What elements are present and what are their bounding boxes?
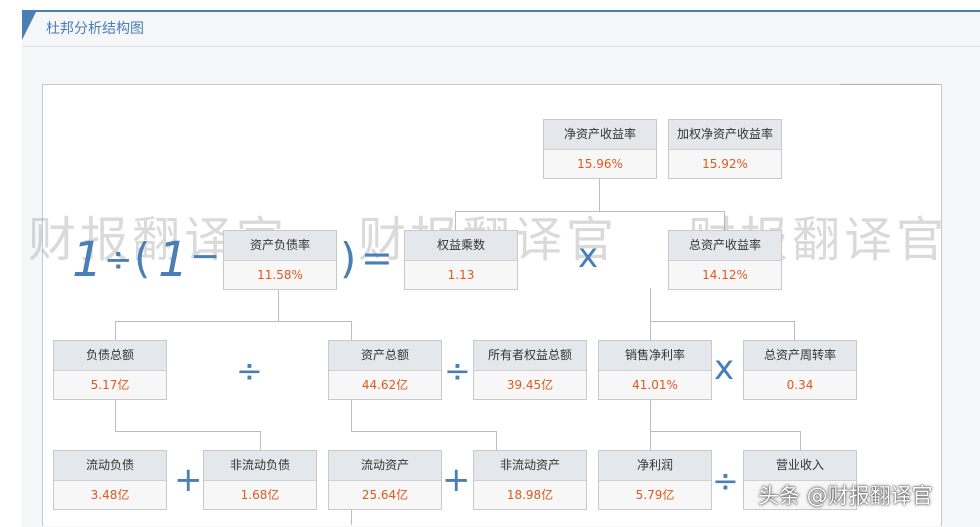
node-roa: 总资产收益率 14.12% xyxy=(668,230,782,290)
node-value: 3.48亿 xyxy=(54,481,166,509)
node-label: 资产总额 xyxy=(329,341,441,371)
node-label: 净资产收益率 xyxy=(544,120,656,150)
brand-watermark: 头条 @财报翻译官 xyxy=(758,484,933,508)
connector xyxy=(115,321,116,340)
connector xyxy=(794,321,795,340)
node-total-liabilities: 负债总额 5.17亿 xyxy=(53,340,167,400)
node-label: 加权净资产收益率 xyxy=(669,120,781,150)
node-value: 39.45亿 xyxy=(474,371,586,399)
node-total-assets: 资产总额 44.62亿 xyxy=(328,340,442,400)
node-label: 营业收入 xyxy=(744,451,856,481)
formula-one-2: 1 xyxy=(158,232,189,288)
times-operator: x xyxy=(714,348,735,388)
node-value: 1.13 xyxy=(405,261,517,289)
node-label: 负债总额 xyxy=(54,341,166,371)
node-label: 所有者权益总额 xyxy=(474,341,586,371)
node-current-liabilities: 流动负债 3.48亿 xyxy=(53,450,167,510)
node-value: 18.98亿 xyxy=(474,481,586,509)
node-label: 权益乘数 xyxy=(405,231,517,261)
divide-operator: ÷ xyxy=(236,352,263,390)
node-label: 总资产收益率 xyxy=(669,231,781,261)
node-label: 流动负债 xyxy=(54,451,166,481)
node-label: 总资产周转率 xyxy=(744,341,856,371)
node-label: 净利润 xyxy=(599,451,711,481)
formula-one: 1 xyxy=(72,232,103,288)
divide-operator: ÷ xyxy=(444,352,471,390)
plus-operator: + xyxy=(174,460,203,500)
node-value xyxy=(744,481,856,509)
node-label: 销售净利率 xyxy=(599,341,711,371)
node-value: 1.68亿 xyxy=(204,481,316,509)
node-equity-multiplier: 权益乘数 1.13 xyxy=(404,230,518,290)
connector xyxy=(800,431,801,450)
connector xyxy=(724,211,725,230)
node-value: 11.58% xyxy=(224,261,336,289)
connector xyxy=(278,288,279,321)
node-net-profit: 净利润 5.79亿 xyxy=(598,450,712,510)
connector xyxy=(650,288,651,340)
node-value: 44.62亿 xyxy=(329,371,441,399)
connector xyxy=(455,211,456,230)
connector xyxy=(260,431,261,450)
formula-equals: = xyxy=(361,236,393,280)
canvas-corner-line xyxy=(840,84,940,85)
connector xyxy=(351,398,352,431)
connector xyxy=(351,431,497,432)
connector xyxy=(115,398,116,431)
node-value: 25.64亿 xyxy=(329,481,441,509)
connector xyxy=(650,398,651,450)
node-value: 41.01% xyxy=(599,371,711,399)
node-roe: 净资产收益率 15.96% xyxy=(543,119,657,179)
connector xyxy=(351,321,352,340)
node-label: 流动资产 xyxy=(329,451,441,481)
connector xyxy=(650,321,795,322)
node-asset-turnover: 总资产周转率 0.34 xyxy=(743,340,857,400)
node-value: 5.79亿 xyxy=(599,481,711,509)
plus-operator: + xyxy=(442,460,471,500)
node-value: 15.96% xyxy=(544,150,656,178)
node-value: 5.17亿 xyxy=(54,371,166,399)
connector xyxy=(650,431,801,432)
node-value: 15.92% xyxy=(669,150,781,178)
node-noncurrent-assets: 非流动资产 18.98亿 xyxy=(473,450,587,510)
node-weighted-roe: 加权净资产收益率 15.92% xyxy=(668,119,782,179)
node-value: 0.34 xyxy=(744,371,856,399)
connector xyxy=(455,211,725,212)
node-label: 资产负债率 xyxy=(224,231,336,261)
connector xyxy=(599,178,600,212)
panel-divider xyxy=(22,46,980,47)
node-value: 14.12% xyxy=(669,261,781,289)
node-revenue: 营业收入 xyxy=(743,450,857,510)
connector xyxy=(351,508,352,525)
divide-operator: ÷ xyxy=(712,462,739,500)
connector xyxy=(115,321,352,322)
formula-minus: − xyxy=(190,236,221,277)
times-operator: x xyxy=(578,236,599,276)
node-noncurrent-liabilities: 非流动负债 1.68亿 xyxy=(203,450,317,510)
node-net-margin: 销售净利率 41.01% xyxy=(598,340,712,400)
node-total-equity: 所有者权益总额 39.45亿 xyxy=(473,340,587,400)
node-label: 非流动负债 xyxy=(204,451,316,481)
formula-left-paren: ( xyxy=(134,234,151,283)
node-debt-ratio: 资产负债率 11.58% xyxy=(223,230,337,290)
panel-title: 杜邦分析结构图 xyxy=(46,21,144,37)
connector xyxy=(115,431,261,432)
formula-divide: ÷ xyxy=(104,240,133,280)
connector xyxy=(496,431,497,450)
node-current-assets: 流动资产 25.64亿 xyxy=(328,450,442,510)
node-label: 非流动资产 xyxy=(474,451,586,481)
panel-tab-marker xyxy=(22,12,36,40)
formula-right-paren: ) xyxy=(340,234,357,283)
